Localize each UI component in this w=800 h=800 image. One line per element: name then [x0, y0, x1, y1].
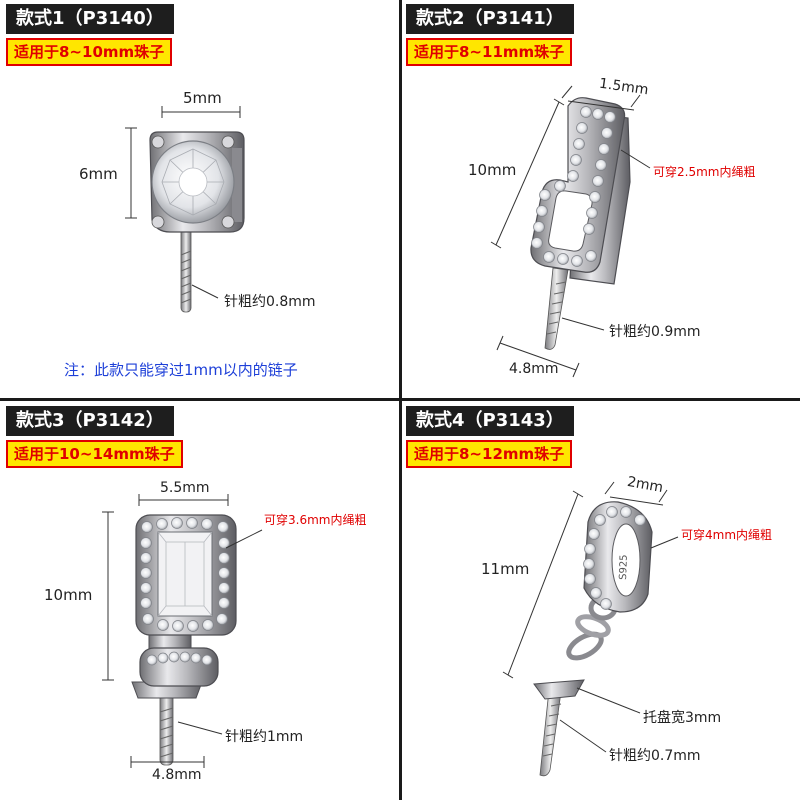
- style-4-bead-fit: 适用于8~12mm珠子: [406, 440, 573, 468]
- style-3-needle-label: 针粗约1mm: [225, 729, 304, 745]
- style-3-height-label: 10mm: [44, 586, 93, 604]
- style-1-height-label: 6mm: [79, 165, 118, 183]
- style-2-height-label: 10mm: [468, 161, 517, 179]
- pendant-p3140-illustration: [125, 106, 245, 313]
- style-4-hole-label: 可穿4mm内绳粗: [681, 528, 773, 542]
- horizontal-divider: [0, 398, 800, 401]
- style-2-title: 款式2（P3141）: [406, 4, 574, 34]
- style-1-note: 注：此款只能穿过1mm以内的链子: [64, 361, 298, 379]
- style-4-tray-label: 托盘宽3mm: [643, 710, 722, 726]
- style-1-bead-fit: 适用于8~10mm珠子: [6, 38, 173, 66]
- style-3-bead-fit: 适用于10~14mm珠子: [6, 440, 183, 468]
- style-1-width-label: 5mm: [183, 89, 222, 107]
- s925-engraving: S925: [618, 554, 630, 580]
- pendant-p3141-illustration: [490, 85, 651, 378]
- style-1-title: 款式1（P3140）: [6, 4, 174, 34]
- style-4-height-label: 11mm: [481, 560, 530, 578]
- style-2-bottom-label: 4.8mm: [509, 361, 559, 377]
- style-3-width-label: 5.5mm: [160, 480, 210, 496]
- style-3-bottom-label: 4.8mm: [152, 767, 202, 783]
- style-1-needle-label: 针粗约0.8mm: [224, 294, 316, 310]
- style-3-title: 款式3（P3142）: [6, 406, 174, 436]
- style-3-hole-label: 可穿3.6mm内绳粗: [264, 513, 367, 527]
- style-2-bead-fit: 适用于8~11mm珠子: [406, 38, 573, 66]
- style-2-hole-label: 可穿2.5mm内绳粗: [653, 165, 756, 179]
- pendant-p3142-illustration: [102, 494, 263, 768]
- style-2-needle-label: 针粗约0.9mm: [609, 324, 701, 340]
- style-4-title: 款式4（P3143）: [406, 406, 574, 436]
- pendant-p3143-illustration: S925: [502, 481, 679, 777]
- style-4-needle-label: 针粗约0.7mm: [609, 748, 701, 764]
